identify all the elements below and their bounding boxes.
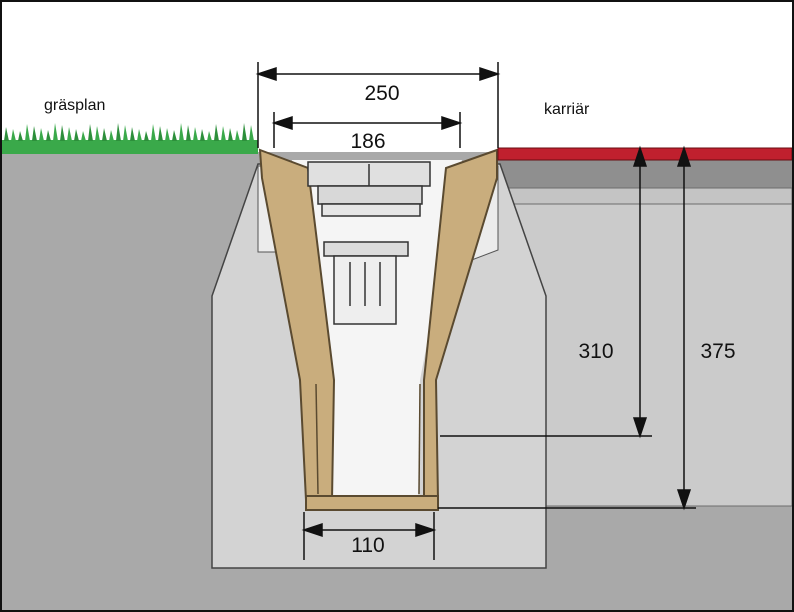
- grass-blade: [81, 131, 86, 141]
- grass-blade: [102, 128, 107, 141]
- grass-blade: [67, 127, 72, 141]
- grass-blade: [109, 130, 114, 141]
- dim-label-375: 375: [700, 340, 735, 363]
- grass-blade: [200, 129, 205, 141]
- grass-blade: [228, 128, 233, 141]
- grate-lower: [317, 185, 423, 205]
- dimension-250: [255, 62, 501, 148]
- channel-lower-wall-line: [315, 383, 319, 495]
- grass-blade: [193, 127, 198, 141]
- grass-blade: [235, 130, 240, 141]
- grass-blade: [11, 129, 16, 141]
- track-subbase-layer: [497, 187, 793, 205]
- grass-blade: [116, 123, 121, 141]
- grass-blade: [249, 125, 254, 141]
- dimension-110: [301, 512, 437, 560]
- grass-blade: [137, 129, 142, 141]
- dim-label-250: 250: [364, 82, 399, 105]
- channel-bottom: [305, 495, 439, 511]
- grass-blade: [74, 129, 79, 141]
- grass-blade: [39, 128, 44, 141]
- grass-blade: [151, 124, 156, 141]
- grass-blade: [214, 124, 219, 141]
- grass-blade: [88, 124, 93, 141]
- grass-blade: [207, 131, 212, 141]
- grass-blade: [60, 125, 65, 141]
- grass-blade: [4, 127, 9, 141]
- label-gräsplan: gräsplan: [44, 97, 105, 114]
- basket-frame: [323, 241, 409, 257]
- grass-blade: [172, 130, 177, 141]
- grass-blade: [32, 126, 37, 141]
- grass-blade: [179, 123, 184, 141]
- track-gravel-layer: [497, 203, 793, 507]
- grass-blade: [186, 125, 191, 141]
- grass-blade: [144, 131, 149, 141]
- grass-blade: [18, 131, 23, 141]
- label-karriär: karriär: [544, 101, 590, 118]
- dimension-310: [440, 145, 652, 439]
- grass-blade: [130, 127, 135, 141]
- grass-strip: [2, 140, 258, 154]
- grass-blades: [4, 123, 254, 141]
- grass-blade: [123, 125, 128, 141]
- dimension-186: [271, 112, 463, 148]
- dim-label-186: 186: [350, 130, 385, 153]
- dim-label-110: 110: [351, 534, 384, 557]
- grass-blade: [242, 123, 247, 141]
- dim-label-310: 310: [578, 340, 613, 363]
- track-surface: [497, 147, 793, 161]
- grate-clip: [321, 203, 421, 217]
- grass-blade: [25, 124, 30, 141]
- grass-blade: [165, 128, 170, 141]
- grass-blade: [158, 126, 163, 141]
- channel-lower-wall-line-right: [418, 383, 421, 495]
- grass-blade: [95, 126, 100, 141]
- grass-blade: [53, 123, 58, 141]
- grass-blade: [46, 130, 51, 141]
- grass-blade: [221, 126, 226, 141]
- dimension-375: [438, 145, 696, 511]
